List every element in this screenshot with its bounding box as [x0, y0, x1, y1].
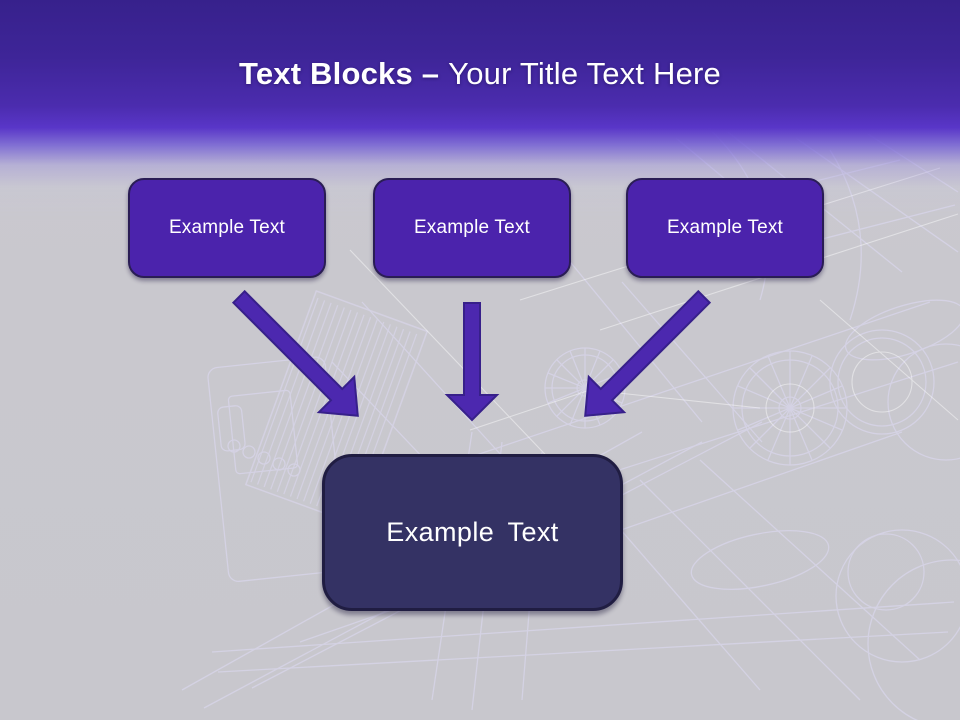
title-bold-segment: Text Blocks –: [239, 56, 440, 91]
text-block-2[interactable]: Example Text: [373, 178, 571, 278]
text-block-2-label: Example Text: [413, 217, 531, 238]
text-block-3-label: Example Text: [666, 217, 784, 238]
title-regular-segment: Your Title Text Here: [448, 56, 721, 91]
text-block-bottom[interactable]: Example Text: [322, 454, 623, 611]
text-block-1[interactable]: Example Text: [128, 178, 326, 278]
arrow-down-right-icon: [231, 289, 359, 417]
arrow-down-icon: [444, 302, 500, 422]
text-block-bottom-label: Example Text: [386, 517, 559, 547]
text-block-1-label: Example Text: [168, 217, 286, 238]
text-block-3[interactable]: Example Text: [626, 178, 824, 278]
arrow-down-left-icon: [584, 289, 712, 417]
slide-title[interactable]: Text Blocks –Your Title Text Here: [0, 54, 960, 94]
